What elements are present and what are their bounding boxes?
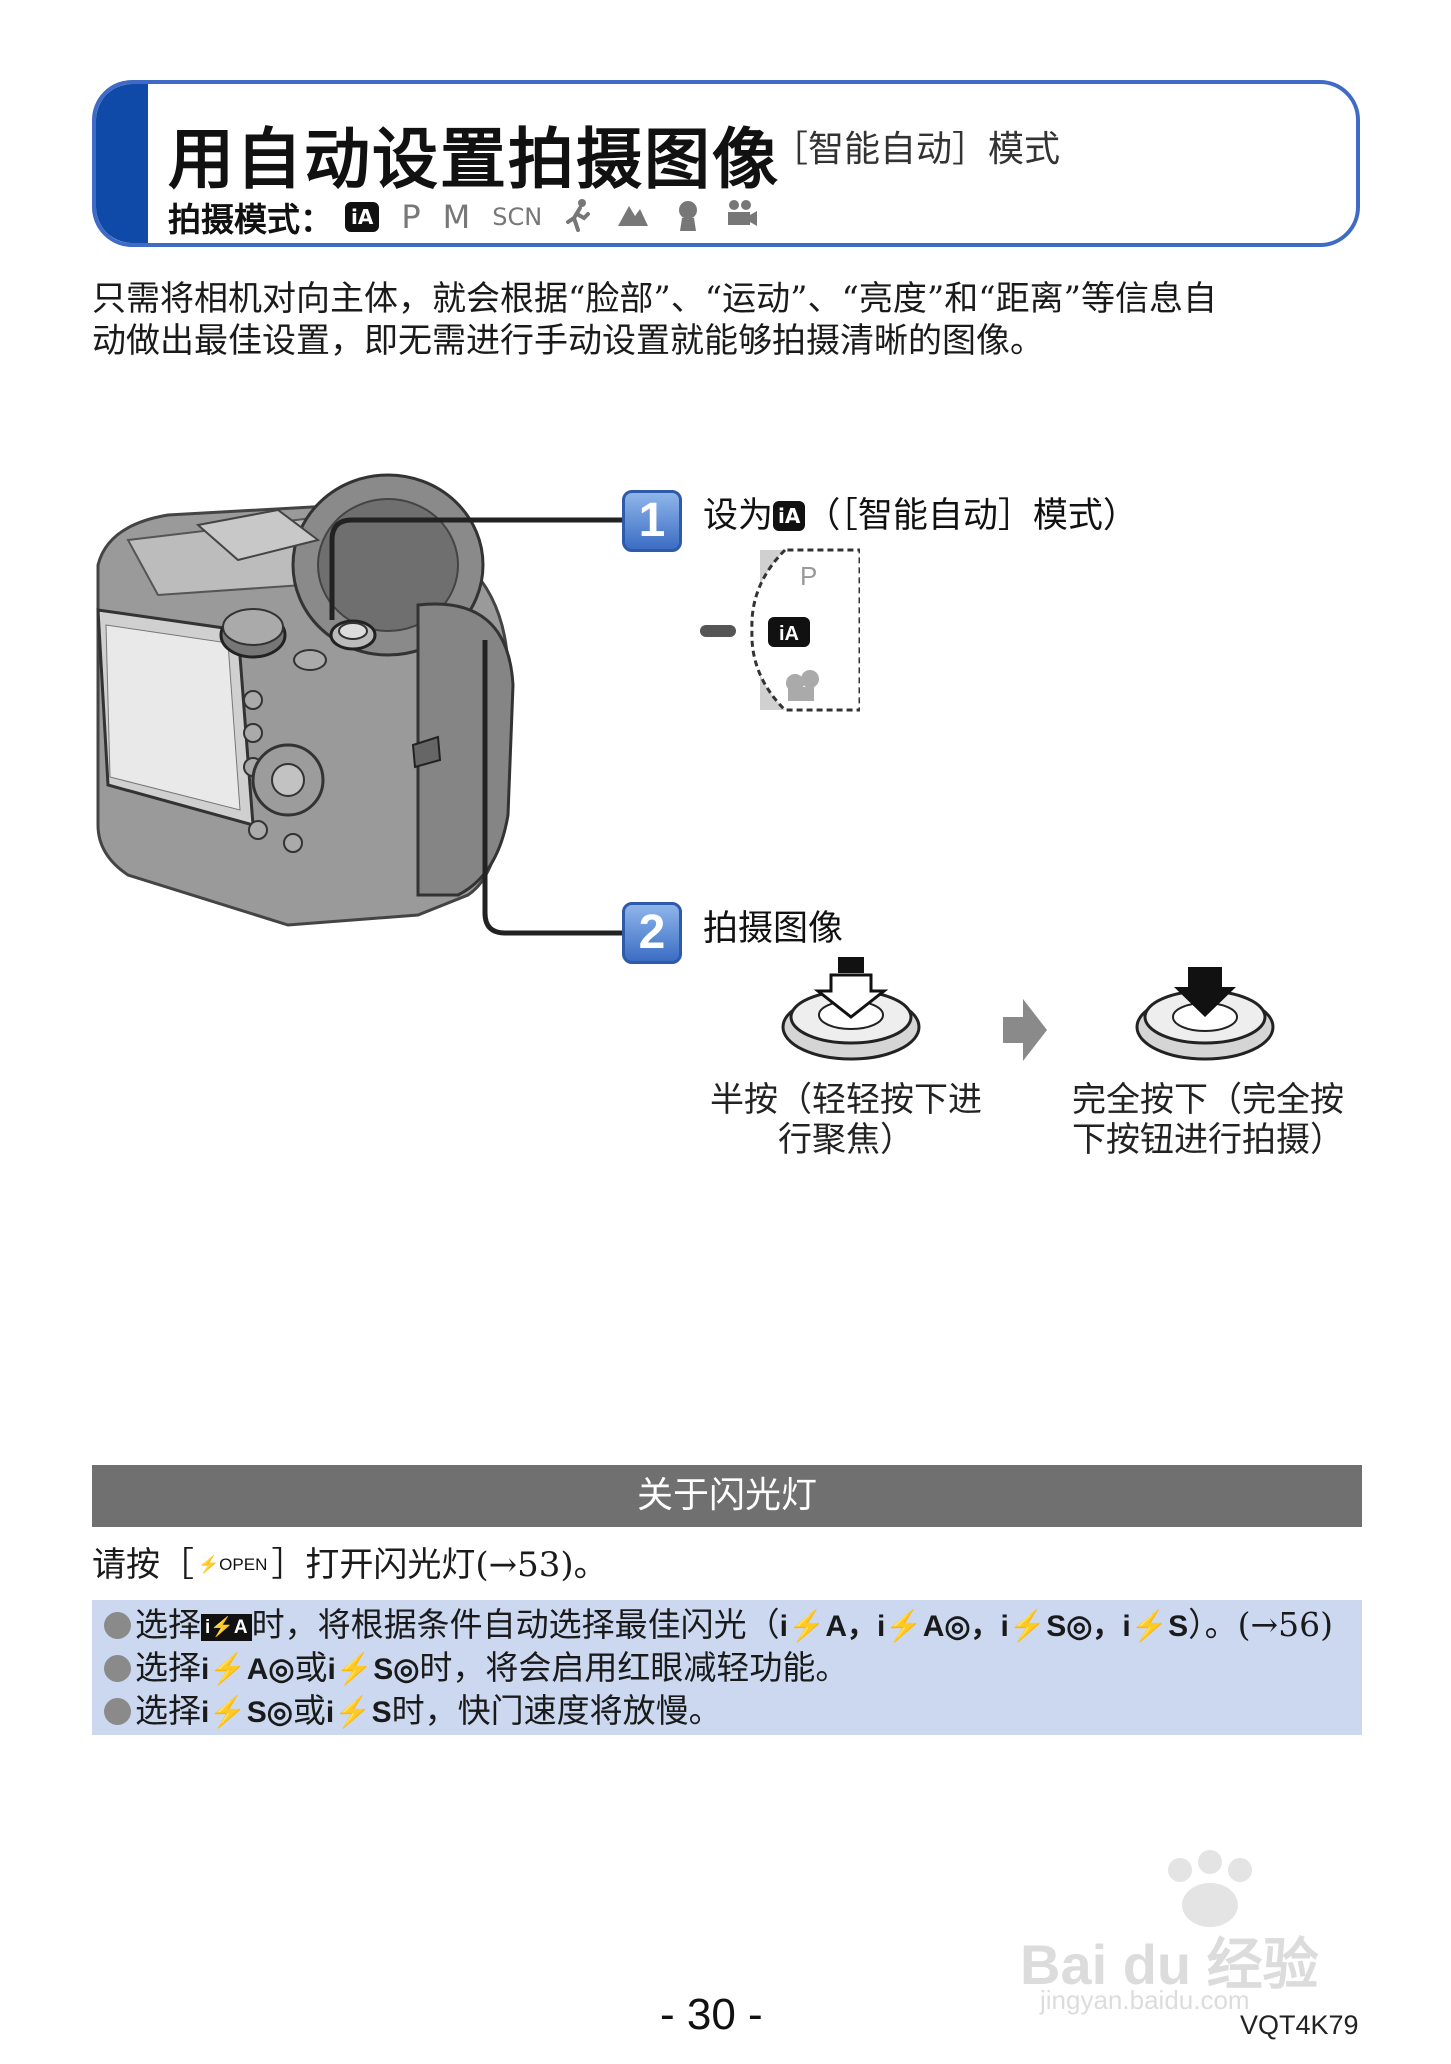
full-press-caption-line-1: 完全按下（完全按 (1072, 1080, 1344, 1120)
step-1-number: 1 (622, 490, 682, 552)
watermark-brand: Bai du 经验 (1020, 1933, 1319, 1996)
note-text: 时，快门速度将放慢。 (391, 1691, 722, 1730)
watermark-url: jingyan.baidu.com (1040, 1985, 1250, 2015)
half-press-caption-line-2: 行聚焦） (778, 1120, 914, 1160)
flash-note-2: 选择i⚡A◎或i⚡S◎时，将会启用红眼减轻功能。 (104, 1647, 1350, 1690)
flash-open-prefix: 请按［ (92, 1545, 194, 1585)
flash-open-instruction: 请按［⚡OPEN］打开闪光灯(→53)。 (92, 1537, 608, 1586)
shooting-modes: 拍摄模式： iA P M SCN (168, 196, 780, 239)
paw-logo-icon (1168, 1850, 1252, 1927)
scene-mode-icon: SCN (492, 203, 543, 231)
flash-open-button-icon: ⚡OPEN (198, 1555, 268, 1574)
note-text: 时，将会启用红眼减轻功能。 (419, 1648, 849, 1687)
dial-p-label: P (800, 561, 817, 591)
motion-picture-mode-icon (724, 198, 758, 236)
portrait-mode-icon (672, 198, 702, 236)
camera-illustration (96, 473, 515, 927)
flash-mode-symbols: i⚡A，i⚡A◎，i⚡S◎，i⚡S (779, 1610, 1189, 1643)
step-1-prefix: 设为 (703, 496, 774, 536)
intro-line-1: 只需将相机对向主体，就会根据“脸部”、“运动”、“亮度”和“距离”等信息自 (92, 279, 1218, 319)
intro-line-2: 动做出最佳设置，即无需进行手动设置就能够拍摄清晰的图像。 (92, 321, 1044, 361)
manual-mode-icon: M (442, 198, 471, 236)
step-1-suffix: （［智能自动］模式） (805, 496, 1138, 536)
flash-redeye-slow-icon: i⚡S◎ (327, 1653, 420, 1686)
half-press-shutter-illustration (781, 957, 921, 1061)
page-number: - 30 - (660, 1990, 763, 2039)
flash-open-suffix: ］打开闪光灯(→53)。 (271, 1545, 608, 1585)
ia-flash-auto-icon: i⚡A (201, 1614, 252, 1641)
bullet-icon (104, 1655, 131, 1682)
title-box: 用自动设置拍摄图像 ［智能自动］模式 拍摄模式： iA P M SCN (92, 80, 1360, 247)
half-press-caption: 半按（轻轻按下进 行聚焦） (696, 1080, 996, 1160)
intelligent-auto-mode-icon: iA (345, 202, 380, 232)
step-2-instruction: 拍摄图像 (703, 909, 844, 949)
ia-mode-icon: iA (773, 501, 806, 531)
scenery-mode-icon (616, 198, 650, 236)
full-press-caption: 完全按下（完全按 下按钮进行拍摄） (1058, 1080, 1358, 1160)
bullet-icon (104, 1698, 131, 1725)
baidu-watermark: Bai du 经验 jingyan.baidu.com (1020, 1850, 1360, 2020)
document-code: VQT4K79 (1240, 2010, 1359, 2040)
sports-mode-icon (564, 198, 594, 236)
note-text: 选择 (135, 1691, 201, 1730)
page-title: 用自动设置拍摄图像 (168, 121, 780, 198)
intro-paragraph: 只需将相机对向主体，就会根据“脸部”、“运动”、“亮度”和“距离”等信息自 动做… (92, 278, 1362, 362)
half-press-caption-line-1: 半按（轻轻按下进 (710, 1080, 982, 1120)
note-text: 选择 (135, 1605, 201, 1644)
note-text: 或 (292, 1691, 326, 1730)
flash-slow-sync-icon: i⚡S (325, 1696, 392, 1729)
full-press-shutter-illustration (1135, 967, 1275, 1061)
full-press-caption-line-2: 下按钮进行拍摄） (1072, 1120, 1344, 1160)
flash-redeye-auto-icon: i⚡A◎ (201, 1653, 295, 1686)
note-text: 或 (294, 1648, 328, 1687)
flash-redeye-slow-icon: i⚡S◎ (201, 1696, 293, 1729)
arrow-right-icon (1003, 999, 1047, 1061)
mode-dial-illustration: P iA (700, 548, 860, 712)
title-accent-bar (96, 84, 148, 243)
note-text: 选择 (135, 1648, 201, 1687)
bullet-icon (104, 1612, 131, 1639)
shooting-modes-label: 拍摄模式： (168, 200, 333, 239)
dial-ia-label: iA (779, 623, 799, 645)
page-subtitle: ［智能自动］模式 (772, 129, 1061, 170)
note-text: ）。(→56) (1188, 1605, 1334, 1644)
note-text: 时，将根据条件自动选择最佳闪光（ (251, 1605, 780, 1644)
step-2-number: 2 (622, 902, 682, 964)
program-mode-icon: P (401, 198, 421, 236)
flash-note-3: 选择i⚡S◎或i⚡S时，快门速度将放慢。 (104, 1690, 1350, 1733)
flash-section-header: 关于闪光灯 (92, 1465, 1362, 1527)
